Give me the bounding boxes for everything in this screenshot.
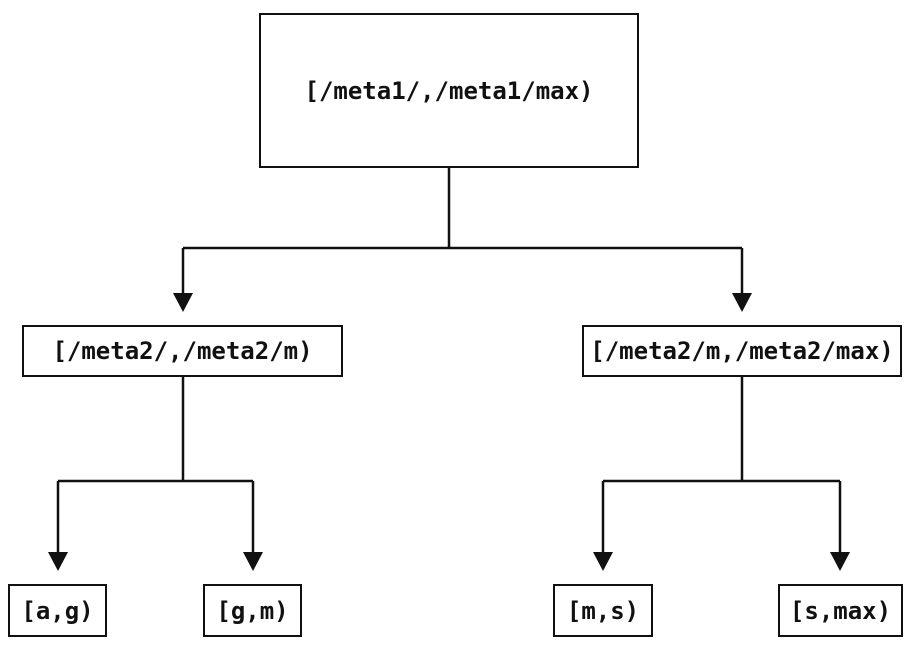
node-leaf-ms: [m,s) [553, 584, 653, 637]
node-leaf-gm-label: [g,m) [216, 596, 289, 625]
node-leaf-gm: [g,m) [203, 584, 302, 637]
arrowhead-left-node-icon [173, 293, 193, 312]
node-leaf-smax: [s,max) [778, 584, 903, 637]
node-right-range: [/meta2/m,/meta2/max) [582, 325, 902, 377]
node-root-range: [/meta1/,/meta1/max) [259, 13, 639, 168]
node-leaf-ms-label: [m,s) [566, 596, 640, 625]
arrowhead-leaf1-icon [48, 552, 68, 571]
node-left-label: [/meta2/,/meta2/m) [52, 337, 313, 365]
node-root-label: [/meta1/,/meta1/max) [304, 76, 594, 105]
arrowhead-right-node-icon [732, 293, 752, 312]
node-right-label: [/meta2/m,/meta2/max) [590, 337, 894, 365]
arrowhead-leaf3-icon [593, 552, 613, 571]
arrowhead-leaf4-icon [830, 552, 850, 571]
arrowhead-leaf2-icon [243, 552, 263, 571]
node-leaf-ag: [a,g) [8, 584, 107, 637]
node-leaf-ag-label: [a,g) [21, 596, 94, 625]
node-leaf-smax-label: [s,max) [789, 596, 892, 625]
node-left-range: [/meta2/,/meta2/m) [22, 325, 343, 377]
